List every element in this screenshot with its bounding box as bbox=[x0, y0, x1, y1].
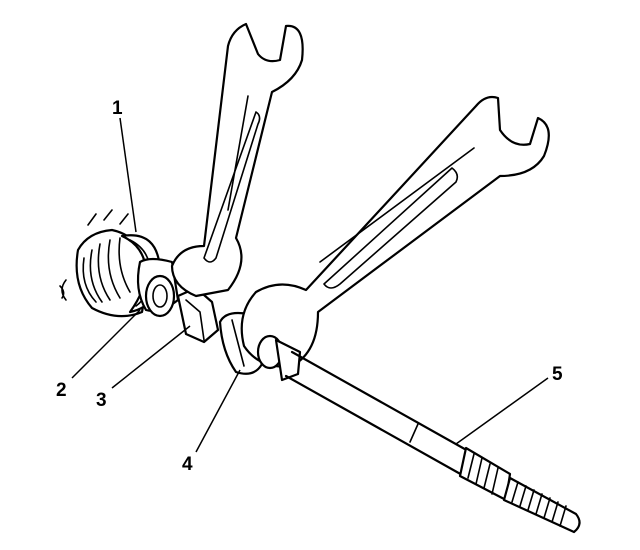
leader-5 bbox=[455, 377, 549, 445]
lower-wrench bbox=[240, 95, 550, 370]
callout-1: 1 bbox=[112, 98, 123, 119]
leader-1 bbox=[119, 117, 137, 233]
callout-2: 2 bbox=[56, 380, 67, 401]
inner-tie-rod-socket bbox=[136, 257, 180, 318]
leader-3 bbox=[111, 325, 191, 389]
upper-wrench bbox=[170, 22, 304, 298]
leader-4 bbox=[195, 369, 241, 453]
leader-lines bbox=[71, 117, 549, 453]
leader-2 bbox=[71, 309, 141, 379]
callout-5: 5 bbox=[552, 364, 563, 385]
callout-3: 3 bbox=[96, 390, 107, 411]
outer-tie-rod bbox=[274, 338, 581, 534]
callout-4: 4 bbox=[182, 454, 193, 475]
